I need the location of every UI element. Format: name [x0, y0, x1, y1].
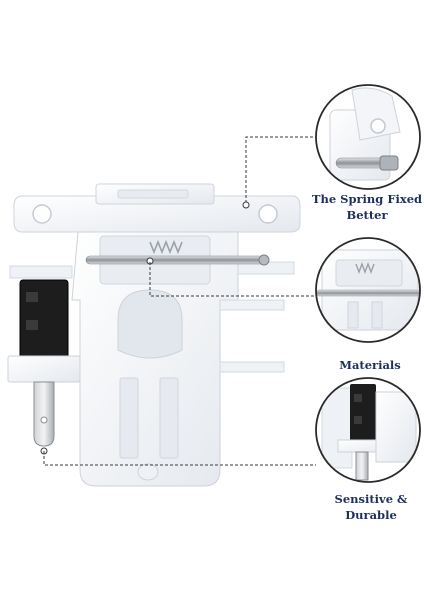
- caption-line: Better: [346, 208, 388, 222]
- bottom-hole: [137, 463, 159, 481]
- caption-line: The Spring Fixed: [311, 192, 423, 206]
- materials-detail-callout: [315, 237, 421, 343]
- leader-line-spring: [245, 136, 316, 203]
- caption-line: Materials: [339, 358, 401, 372]
- spring-coil: [149, 239, 183, 255]
- door-latch-main: [7, 183, 301, 487]
- caption-line: Sensitive &: [334, 492, 408, 506]
- callout-caption-materials: Materials: [330, 357, 410, 373]
- callout-leaders: [43, 136, 316, 466]
- flange-marker-dot: [242, 201, 250, 209]
- switch-bracket: [7, 355, 81, 383]
- caption-line: Durable: [345, 508, 397, 522]
- plastic-dome: [117, 289, 183, 359]
- mounting-hole-right: [258, 204, 278, 224]
- mounting-flange: [13, 195, 301, 233]
- side-rib: [219, 361, 285, 373]
- steel-rod: [85, 255, 265, 265]
- leader-line-materials: [149, 262, 314, 297]
- switch-terminal: [33, 381, 55, 447]
- spring-detail-callout: [315, 84, 421, 190]
- leader-line-sensitive: [43, 451, 316, 466]
- callout-ring: [315, 377, 421, 483]
- callout-caption-spring: The Spring Fixed Better: [310, 191, 424, 223]
- callout-ring: [315, 237, 421, 343]
- switch-detail-callout: [315, 377, 421, 483]
- mounting-hole-left: [32, 204, 52, 224]
- callout-caption-sensitive: Sensitive & Durable: [316, 491, 424, 523]
- callout-ring: [315, 84, 421, 190]
- side-rib: [219, 299, 285, 311]
